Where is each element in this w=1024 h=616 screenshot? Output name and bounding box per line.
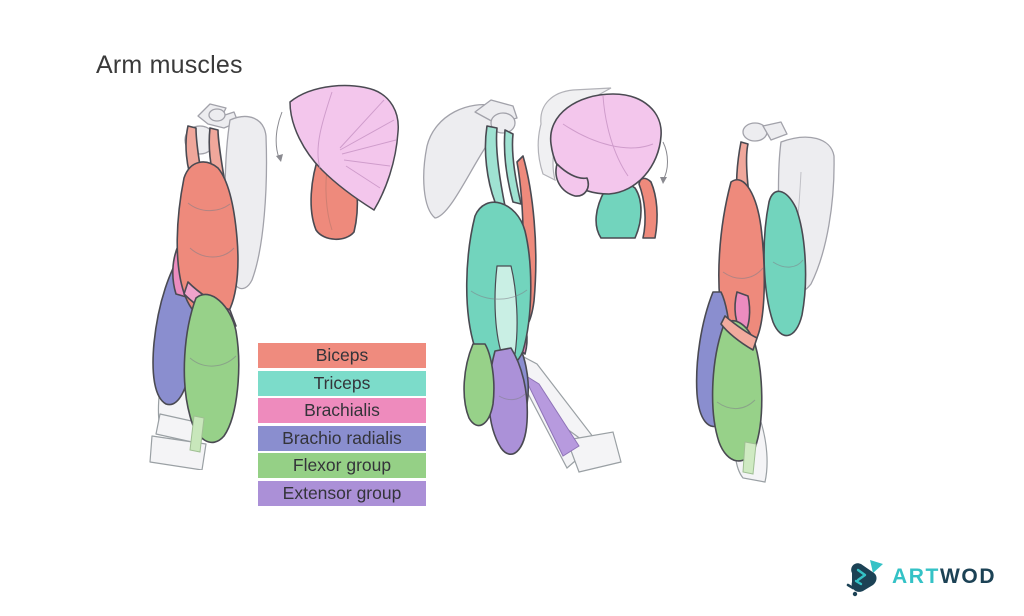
page-title: Arm muscles — [96, 51, 243, 79]
annotation-arrowhead — [276, 154, 283, 162]
artwod-logo: ARTWOD — [846, 556, 996, 598]
shoulder-bones — [423, 99, 518, 219]
legend-item-brachio-radialis: Brachio radialis — [258, 425, 426, 451]
extensor-tendon — [521, 372, 580, 457]
biceps-shape — [176, 161, 239, 325]
legend-item-extensor-group: Extensor group — [258, 480, 426, 506]
rocket-brush-icon — [846, 560, 883, 597]
figure-arm-front-view — [149, 103, 268, 470]
logo-wordmark: ARTWOD — [892, 556, 996, 598]
triceps-tendon — [503, 129, 522, 205]
biceps-lower-tendon — [720, 315, 758, 351]
legend-label: Biceps — [315, 345, 369, 365]
legend-label: Extensor group — [282, 482, 402, 503]
fold-lines — [562, 95, 654, 177]
logo-text-art: ART — [892, 565, 940, 588]
hand-outline — [566, 431, 622, 473]
legend-label: Brachialis — [304, 400, 380, 421]
flexor-shape — [183, 293, 240, 443]
legend-item-flexor-group: Flexor group — [258, 453, 426, 479]
annotation-arrow — [275, 111, 283, 159]
deltoid-lower-lobe — [555, 163, 590, 197]
figure-arm-back-view — [423, 99, 622, 473]
figure-shoulder-deltoid-back — [537, 87, 668, 239]
figure-shoulder-deltoid-front — [275, 84, 399, 241]
legend-label: Triceps — [313, 372, 371, 393]
fold-lines — [716, 259, 804, 409]
logo-text-wod: WOD — [939, 565, 997, 588]
legend-item-brachialis: Brachialis — [258, 398, 426, 424]
legend-label: Brachio radialis — [282, 427, 402, 448]
figure-arm-side-view — [695, 121, 835, 483]
legend-label: Flexor group — [292, 455, 392, 476]
annotation-arrowhead — [660, 177, 667, 184]
biceps-edge — [638, 177, 658, 239]
fold-lines — [470, 289, 528, 401]
muscle-color-legend: Biceps Triceps Brachialis Brachio radial… — [258, 343, 426, 509]
triceps-tendon — [484, 125, 506, 207]
legend-item-triceps: Triceps — [258, 370, 426, 396]
annotation-arrow — [662, 141, 668, 181]
flexor-tendon — [189, 415, 205, 453]
fan-striations — [317, 91, 397, 189]
legend-item-biceps: Biceps — [258, 343, 426, 368]
flexor-shape — [463, 343, 495, 427]
fold-lines — [187, 202, 237, 367]
flexor-tendon — [742, 441, 757, 475]
